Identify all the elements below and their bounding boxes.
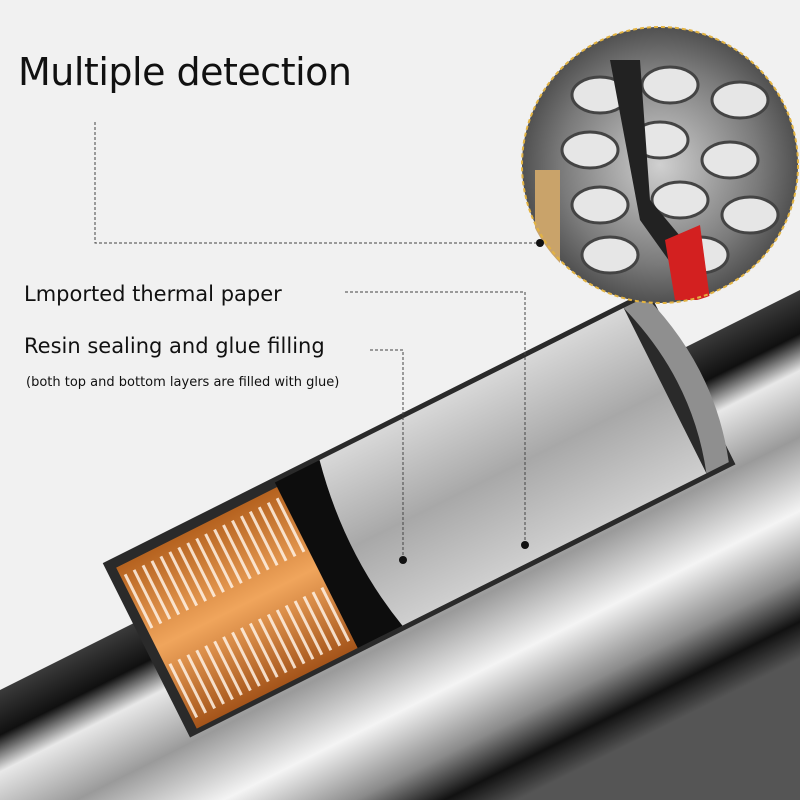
resin-seal	[274, 460, 403, 648]
leader-dot	[536, 239, 544, 247]
thermal-paper-section	[319, 307, 707, 626]
leader-dot	[521, 541, 529, 549]
thermal-paper-label: Lmported thermal paper	[24, 282, 282, 306]
resin-label: Resin sealing and glue filling	[24, 334, 325, 358]
leader-lines	[94, 122, 540, 560]
detection-photo	[521, 26, 799, 304]
leader-dot	[399, 556, 407, 564]
cutaway-window	[102, 290, 736, 738]
resin-note: (both top and bottom layers are filled w…	[26, 375, 340, 390]
headline: Multiple detection	[18, 50, 352, 94]
